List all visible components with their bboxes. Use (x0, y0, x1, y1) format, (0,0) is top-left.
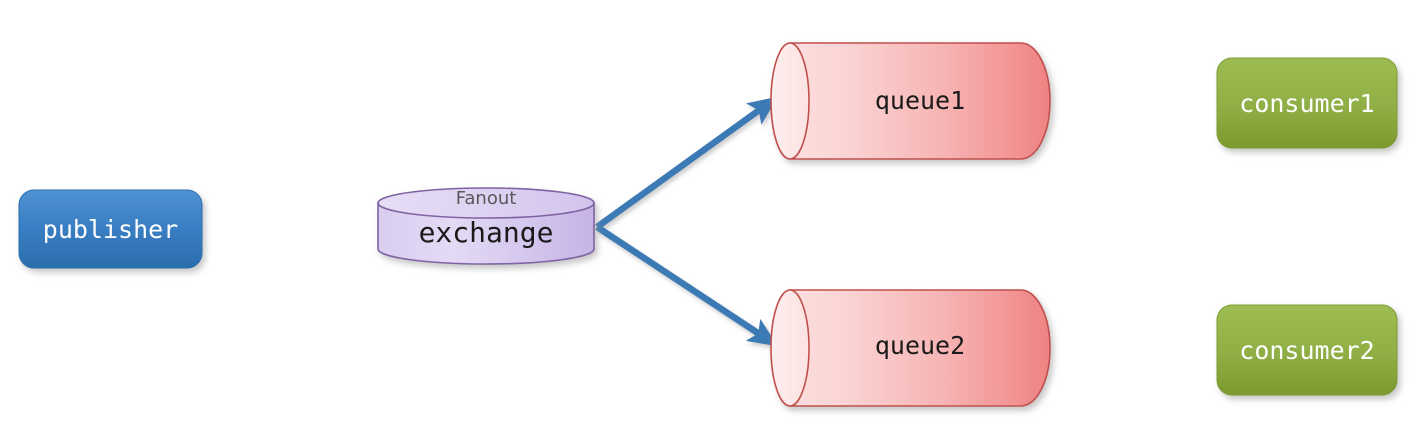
node-exchange[interactable] (377, 187, 595, 265)
edge-layer (203, 86, 1221, 361)
edge-exchange-to-queue2 (595, 224, 778, 348)
node-consumer1[interactable] (1216, 57, 1398, 149)
edge-exchange-to-queue1 (595, 95, 778, 230)
node-queue1[interactable] (770, 42, 1051, 160)
node-consumer2[interactable] (1216, 304, 1398, 396)
node-layer (18, 42, 1398, 407)
node-queue2[interactable] (770, 289, 1051, 407)
queue1-cylinder-cap (770, 42, 810, 160)
node-publisher[interactable] (18, 189, 203, 269)
queue2-cylinder-body (789, 289, 1051, 407)
exchange-cylinder-body (377, 202, 595, 265)
queue2-cylinder-cap (770, 289, 810, 407)
exchange-cylinder-top (377, 187, 595, 219)
queue1-cylinder-body (789, 42, 1051, 160)
